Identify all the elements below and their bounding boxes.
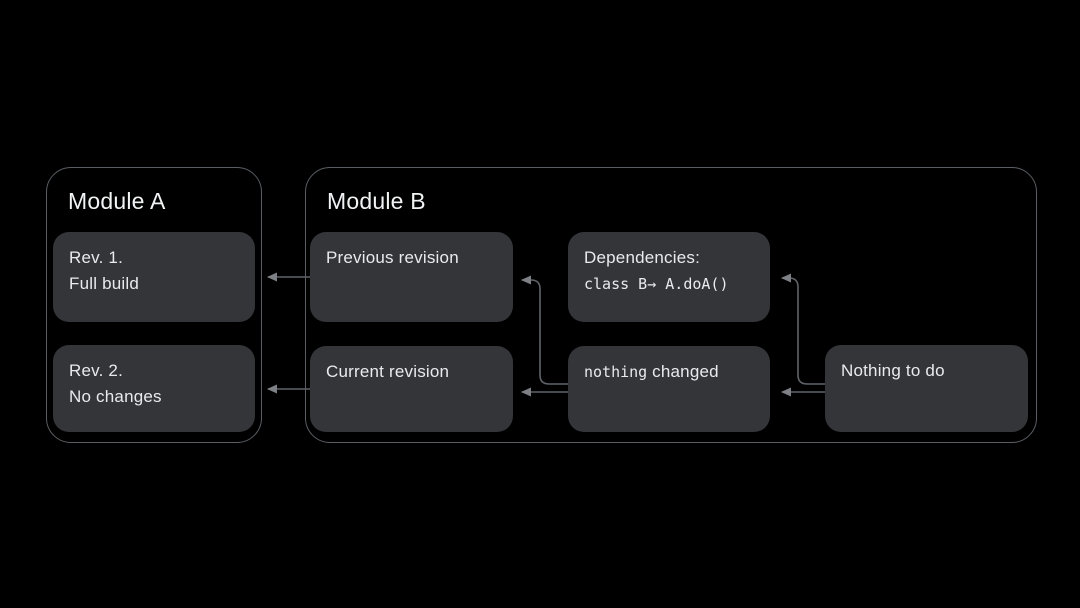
box-rev-2-no-changes: Rev. 2. No changes: [53, 345, 255, 432]
box-nothing-changed: nothing changed: [568, 346, 770, 432]
rev1-line1: Rev. 1.: [69, 248, 123, 267]
rev2-line2: No changes: [69, 387, 162, 406]
nothing-changed-code: nothing: [584, 363, 648, 381]
nothing-changed-text: changed: [652, 362, 719, 381]
box-nothing-to-do: Nothing to do: [825, 345, 1028, 432]
module-a-container: [46, 167, 262, 443]
dependencies-label: Dependencies:: [584, 248, 701, 267]
previous-revision-label: Previous revision: [326, 248, 459, 267]
rev1-line2: Full build: [69, 274, 140, 293]
current-revision-label: Current revision: [326, 362, 450, 381]
box-previous-revision: Previous revision: [310, 232, 513, 322]
box-current-revision: Current revision: [310, 346, 513, 432]
box-dependencies: Dependencies: class B→ A.doA(): [568, 232, 770, 322]
module-a-title: Module A: [68, 188, 166, 214]
module-b-container: [305, 167, 1037, 443]
dependencies-code: class B→ A.doA(): [584, 275, 729, 293]
nothing-to-do-label: Nothing to do: [841, 361, 945, 380]
module-b-title: Module B: [327, 188, 426, 214]
box-rev-1-full-build: Rev. 1. Full build: [53, 232, 255, 322]
rev2-line1: Rev. 2.: [69, 361, 123, 380]
